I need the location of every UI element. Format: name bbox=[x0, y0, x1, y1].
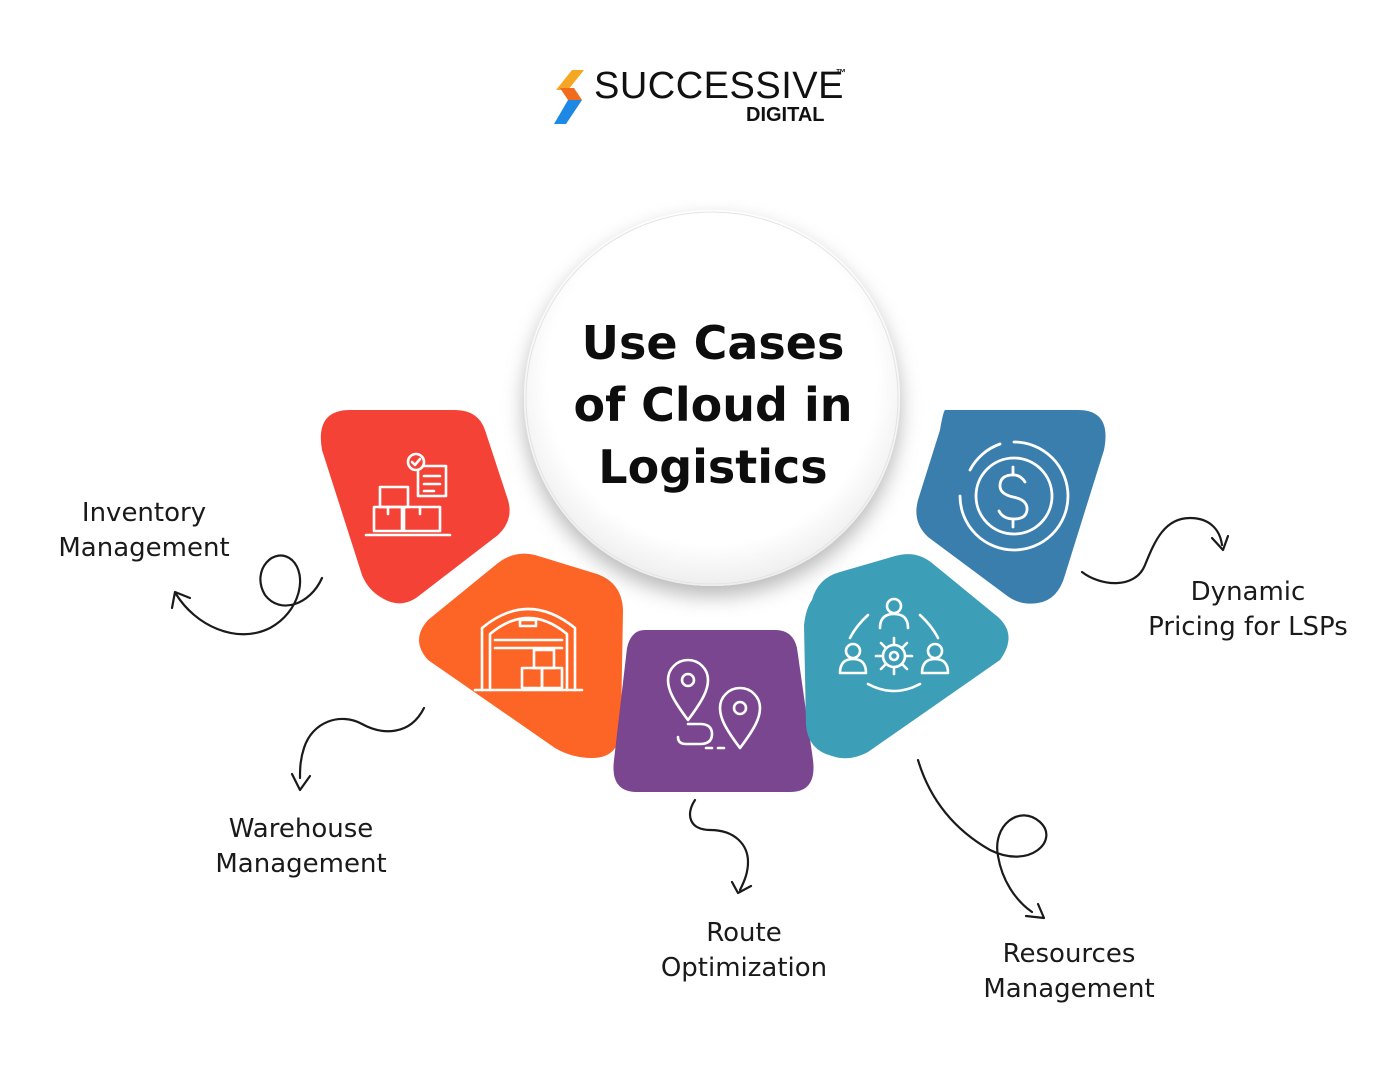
center-circle bbox=[524, 210, 900, 586]
label-inventory-line2: Management bbox=[58, 533, 230, 563]
petal-warehouse bbox=[419, 553, 623, 758]
arrow-resources bbox=[916, 758, 1048, 920]
label-inventory: Inventory Management bbox=[44, 496, 244, 566]
label-pricing-line1: Dynamic bbox=[1190, 577, 1306, 607]
arrow-route bbox=[688, 798, 753, 895]
label-route-line2: Optimization bbox=[660, 953, 828, 983]
brand-logo: SUCCESSIVE ™ DIGITAL bbox=[550, 64, 860, 134]
label-inventory-line1: Inventory bbox=[81, 498, 207, 528]
label-resources: Resources Management bbox=[964, 937, 1174, 1007]
logo-mark-icon bbox=[554, 70, 584, 124]
label-route-line1: Route bbox=[706, 918, 782, 948]
logo-trademark: ™ bbox=[836, 68, 846, 79]
center-title: Use Cases of Cloud in Logistics bbox=[573, 316, 853, 494]
label-warehouse-line1: Warehouse bbox=[228, 814, 374, 844]
inventory-boxes-icon bbox=[364, 452, 452, 537]
arrow-inventory bbox=[170, 554, 324, 636]
petal-route bbox=[613, 630, 814, 792]
logo-sub: DIGITAL bbox=[746, 104, 825, 126]
label-resources-line1: Resources bbox=[1002, 939, 1136, 969]
arrow-pricing bbox=[1080, 516, 1230, 585]
route-pins-icon bbox=[666, 658, 762, 750]
warehouse-icon bbox=[473, 607, 584, 692]
label-pricing: Dynamic Pricing for LSPs bbox=[1136, 575, 1360, 645]
label-warehouse-line2: Management bbox=[215, 849, 387, 879]
label-resources-line2: Management bbox=[983, 974, 1155, 1004]
petal-pricing bbox=[916, 410, 1106, 604]
label-pricing-line2: Pricing for LSPs bbox=[1148, 612, 1348, 642]
dollar-coin-icon bbox=[958, 440, 1070, 552]
label-warehouse: Warehouse Management bbox=[196, 812, 406, 882]
label-route: Route Optimization bbox=[644, 916, 844, 986]
arrow-warehouse bbox=[290, 706, 426, 792]
logo-name: SUCCESSIVE bbox=[594, 65, 844, 107]
team-gear-icon bbox=[838, 597, 950, 693]
